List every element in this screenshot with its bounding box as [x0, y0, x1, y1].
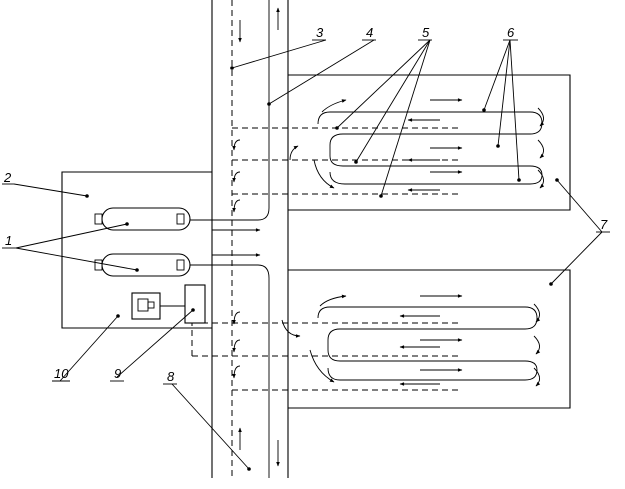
- control-unit: [131, 284, 206, 324]
- label-9: 9: [114, 366, 121, 381]
- label-7: 7: [600, 217, 608, 232]
- leader-lines: [13, 39, 603, 471]
- upper-chamber: [232, 74, 571, 213]
- label-5: 5: [422, 25, 430, 40]
- label-4: 4: [366, 25, 373, 40]
- lower-chamber: [191, 269, 571, 409]
- room-box: [61, 171, 212, 329]
- tank-upper: [94, 207, 191, 231]
- label-3: 3: [316, 25, 324, 40]
- label-underlines: [2, 39, 610, 385]
- main-shaft: [211, 0, 289, 478]
- label-10: 10: [54, 366, 69, 381]
- label-1: 1: [5, 233, 12, 248]
- reference-labels: 1 2 3 4 5 6 7 8 9 10: [3, 25, 608, 384]
- label-6: 6: [507, 25, 515, 40]
- shaft-arrows: [238, 7, 280, 467]
- tank-pipes: [190, 195, 270, 290]
- label-2: 2: [3, 170, 12, 185]
- label-8: 8: [167, 369, 175, 384]
